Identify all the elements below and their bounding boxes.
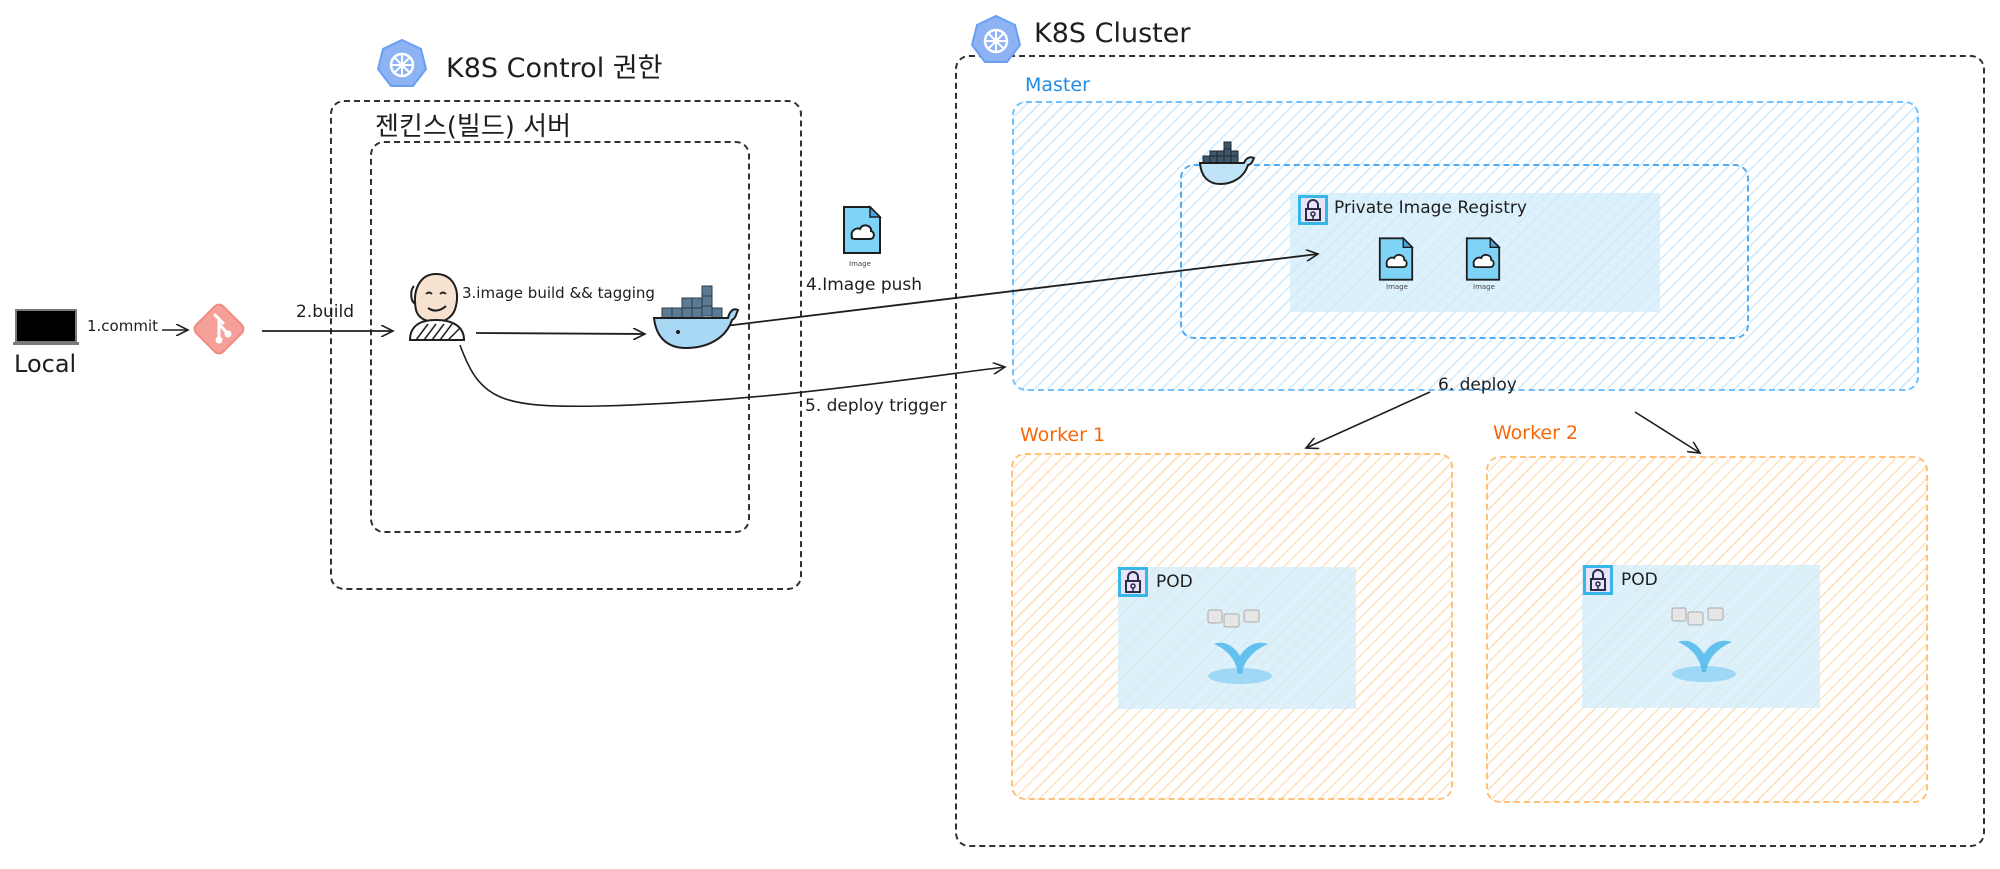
arrow-deploy-worker2 [1634,411,1700,453]
pod2-label: POD [1621,570,1658,590]
step-image-build-label: 3.image build && tagging [462,284,655,302]
worker2-label: Worker 2 [1493,422,1579,444]
step-image-push-label: 4.Image push [806,275,923,295]
image-file-icon [843,205,882,254]
pod-whale-icon [1671,607,1736,682]
pod2-panel [1582,565,1820,708]
registry-image2-caption: Image [1473,283,1495,291]
image-file-icon [1465,236,1501,281]
arrow-image-build [475,333,645,334]
jenkins-server-title: 젠킨스(빌드) 서버 [375,112,571,142]
docker-icon [1198,141,1256,186]
git-icon [193,303,245,355]
laptop-icon [13,309,79,345]
docker-host-box [1180,164,1749,339]
k8s-cluster-box [955,55,1985,847]
step-deploy-label: 6. deploy [1438,375,1517,395]
master-label: Master [1025,74,1090,96]
kubernetes-icon [376,38,428,87]
registry-image1-caption: Image [1386,283,1408,291]
lock-icon [1298,195,1328,225]
k8s-control-title: K8S Control 권한 [446,53,663,84]
private-registry-label: Private Image Registry [1334,198,1527,218]
local-label: Local [14,350,77,378]
jenkins-icon [408,272,466,341]
pod1-label: POD [1156,572,1193,592]
image-file-caption: Image [849,260,871,268]
jenkins-server-box [370,141,750,533]
step-build-label: 2.build [296,302,355,322]
arrow-deploy-trigger [459,344,1005,408]
k8s-cluster-title: K8S Cluster [1034,18,1191,49]
pod-whale-icon [1207,609,1272,684]
k8s-control-box [330,100,802,590]
image-file-icon [1378,236,1414,281]
worker1-label: Worker 1 [1020,424,1106,446]
pod1-panel [1118,567,1356,709]
lock-icon [1583,565,1613,595]
docker-icon [652,285,740,350]
kubernetes-icon [970,14,1022,63]
lock-icon [1118,567,1148,597]
step-commit-label: 1.commit [87,317,159,335]
step-deploy-trigger-label: 5. deploy trigger [805,396,947,416]
arrow-image-push [724,254,1318,327]
arrow-deploy-worker1 [1306,391,1431,448]
